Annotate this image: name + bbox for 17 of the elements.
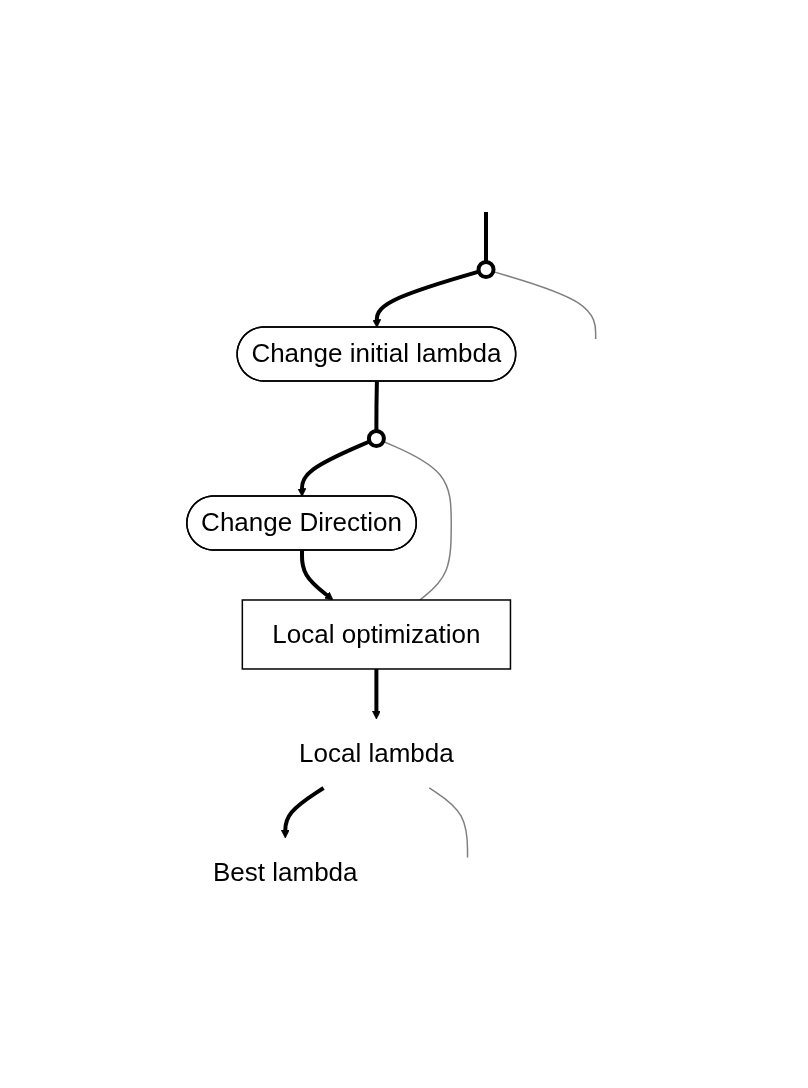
arrow — [372, 269, 480, 328]
connector-line — [492, 270, 597, 340]
junction-circle — [476, 259, 496, 279]
arrow — [371, 668, 381, 719]
process-box: Local optimization — [241, 598, 511, 670]
arrow — [280, 785, 325, 838]
arrow — [299, 549, 334, 600]
connector-line — [382, 440, 452, 601]
connector-line — [483, 211, 488, 262]
connector-line — [428, 786, 468, 858]
process-ellipse: Change Direction — [185, 494, 417, 551]
node-label: Best lambda — [212, 856, 358, 887]
node-label: Local lambda — [298, 737, 454, 768]
junction-circle — [366, 428, 386, 448]
arrow — [297, 439, 370, 497]
process-ellipse: Change initial lambda — [236, 325, 517, 382]
connector-line — [374, 380, 379, 431]
